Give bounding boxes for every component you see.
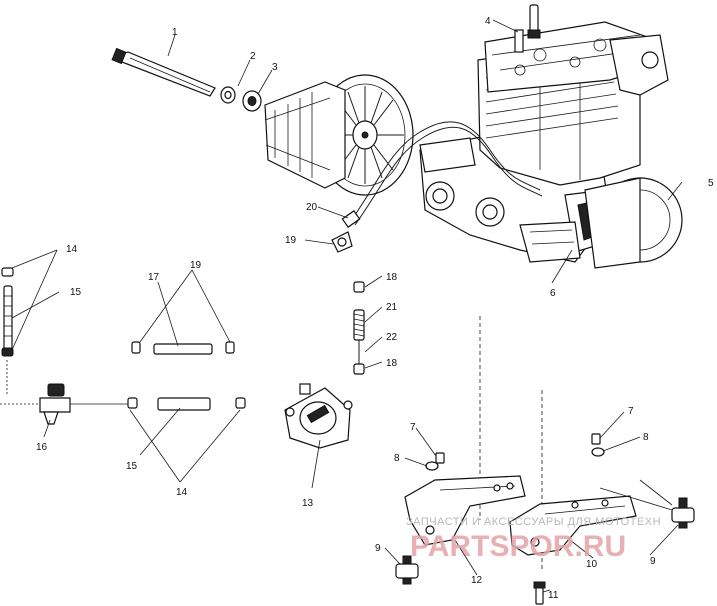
- drive-clutch: [111, 47, 414, 196]
- watermark-tagline: ЗАПЧАСТИ И АКСЕССУАРЫ ДЛЯ МОТОТЕХН: [406, 516, 661, 528]
- watermark-logo: PARTSPOR.RU: [410, 530, 626, 563]
- callout-18-top: 18: [386, 272, 398, 283]
- callout-2: 2: [250, 51, 256, 62]
- callout-labels: 1 2 3 4 5 6 7 7 8 8 9 9 10 11 12 13 14 1…: [36, 16, 714, 601]
- callout-11: 11: [548, 590, 559, 601]
- callout-8-right: 8: [643, 432, 649, 443]
- callout-19-hoses: 19: [190, 260, 202, 271]
- callout-7-left: 7: [410, 422, 416, 433]
- callout-19-cable: 19: [285, 235, 297, 246]
- callout-9-right: 9: [650, 556, 656, 567]
- callout-4: 4: [485, 16, 491, 27]
- callout-15-top: 15: [70, 287, 82, 298]
- callout-21: 21: [386, 302, 398, 313]
- callout-12: 12: [471, 575, 483, 586]
- callout-6: 6: [550, 288, 556, 299]
- leader-lines: [11, 19, 683, 593]
- callout-20: 20: [306, 202, 318, 213]
- callout-16: 16: [36, 442, 48, 453]
- throttle-cable: [331, 121, 543, 253]
- callout-17: 17: [148, 272, 160, 283]
- callout-5: 5: [708, 178, 714, 189]
- watermark: ЗАПЧАСТИ И АКСЕССУАРЫ ДЛЯ МОТОТЕХН PARTS…: [406, 516, 661, 563]
- callout-9-left: 9: [375, 543, 381, 554]
- callout-15-bottom: 15: [126, 461, 138, 472]
- callout-3: 3: [272, 62, 278, 73]
- callout-8-left: 8: [394, 453, 400, 464]
- callout-10: 10: [586, 559, 598, 570]
- engine-assembly: [419, 4, 683, 269]
- engine-mounts: [395, 316, 695, 605]
- fuel-line-assembly: [0, 267, 365, 449]
- callout-14-bottom: 14: [176, 487, 188, 498]
- callout-22: 22: [386, 332, 398, 343]
- callout-1: 1: [172, 27, 178, 38]
- callout-18-bottom: 18: [386, 358, 398, 369]
- callout-13: 13: [302, 498, 314, 509]
- callout-7-right: 7: [628, 406, 634, 417]
- callout-14-top: 14: [66, 244, 78, 255]
